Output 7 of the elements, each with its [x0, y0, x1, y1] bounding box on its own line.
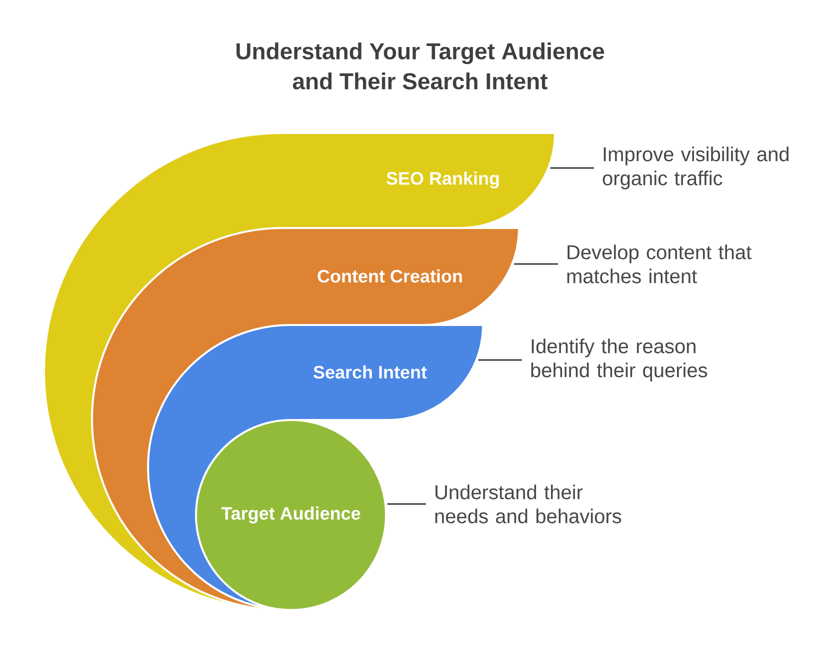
description-text: Improve visibility and organic traffic — [602, 146, 789, 190]
title: Understand Your Target Audience and Their Search Intent — [236, 42, 604, 90]
leader-line — [387, 503, 426, 505]
description-text: Develop content that matches intent — [567, 244, 752, 284]
leader-line — [478, 359, 522, 361]
leader-line — [550, 167, 594, 169]
leader-line — [514, 263, 558, 265]
